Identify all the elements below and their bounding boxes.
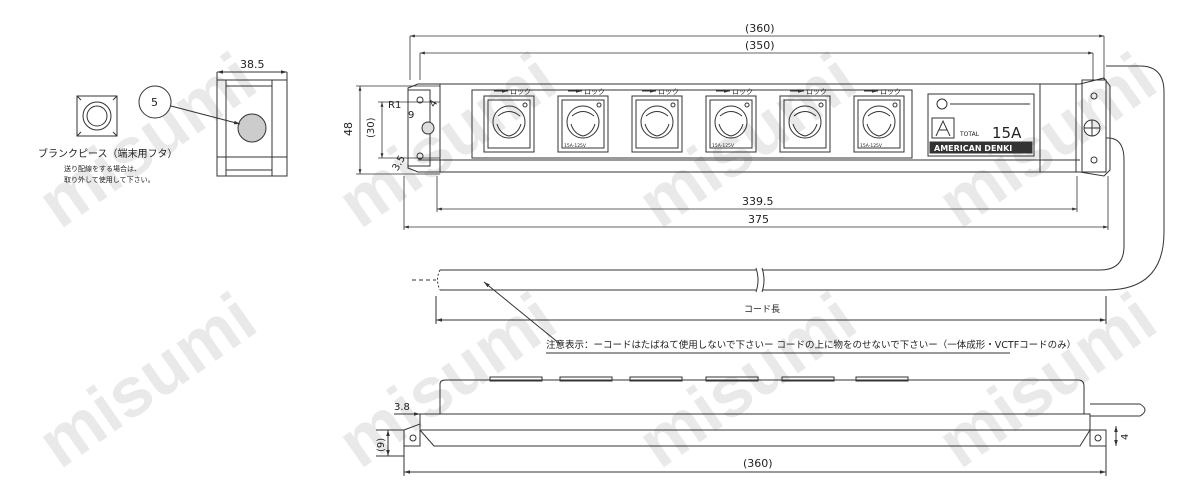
watermark-2: misumi [324,38,569,242]
dim-angle-value: 4 [428,98,441,109]
outlet-4: ロック 15A-125V [705,88,757,153]
watermark-5: misumi [24,278,269,482]
dim-r-value: 9 [408,110,414,121]
dim-end-width: 38.5 [240,58,265,71]
outlet-rating-label: 15A-125V [564,143,587,149]
watermark-4: misumi [924,38,1169,242]
outlet-lock-label: ロック [510,88,531,96]
outlet-lock-label: ロック [658,88,679,96]
nameplate [927,93,1035,157]
watermark-3: misumi [624,38,869,242]
outlet-lock-label: ロック [880,88,901,96]
blank-piece-note-2: 取り外して使用して下さい。 [64,175,155,184]
outlet-lock-label: ロック [584,88,605,96]
dim-height-inner: (30) [366,117,377,138]
dim-top-inner: (350) [745,39,775,52]
caution-note: 注意表示：ーコードはたばねて使用しないで下さいー コードの上に物をのせないで下さ… [546,339,1076,351]
blank-piece-title: ブランクピース（端末用フタ） [38,147,178,160]
blank-piece-view [76,95,118,137]
outlet-1: ロック [483,88,535,153]
caution-leader [483,281,561,345]
outlet-5: ロック [779,88,831,153]
outlet-rating-label: 15A-125V [712,143,735,149]
dim-height: 48 [342,122,355,136]
dim-radius: R1 [388,100,401,111]
dim-side-height: (9) [376,438,387,452]
dim-center-span: 339.5 [742,195,774,208]
outlet-6: ロック 15A-125V [853,88,905,153]
callout-5 [138,85,241,125]
outlet-3: ロック [631,88,683,153]
end-view [216,70,288,177]
outlet-lock-label: ロック [806,88,827,96]
dim-side-offset: 4 [1120,434,1131,440]
blank-piece-note-1: 送り配線をする場合は、 [64,164,141,173]
side-view [376,376,1146,476]
outlet-lock-label: ロック [732,88,753,96]
callout-number: 5 [151,96,158,109]
dim-side-thickness: 3.8 [394,402,410,413]
outlets-group: ロック ロック 15A-125V ロック ロック 15A-125V ロック ロック 15A-12… [483,88,905,153]
dim-top-outer: (360) [745,22,775,35]
cord-length-label: コード長 [744,304,780,315]
nameplate-rating: 15A [992,124,1022,142]
dim-overall-length: 375 [748,213,769,226]
nameplate-total: TOTAL [959,131,980,138]
top-dimensions [356,34,1109,230]
nameplate-brand: AMERICAN DENKI [934,144,1012,153]
outlet-2: ロック 15A-125V [557,88,609,153]
watermark-1: misumi [24,38,269,242]
dim-bottom-outer: (360) [743,457,773,470]
outlet-rating-label: 15A-125V [860,143,883,149]
power-strip-body [407,77,1111,177]
cord [412,65,1165,324]
